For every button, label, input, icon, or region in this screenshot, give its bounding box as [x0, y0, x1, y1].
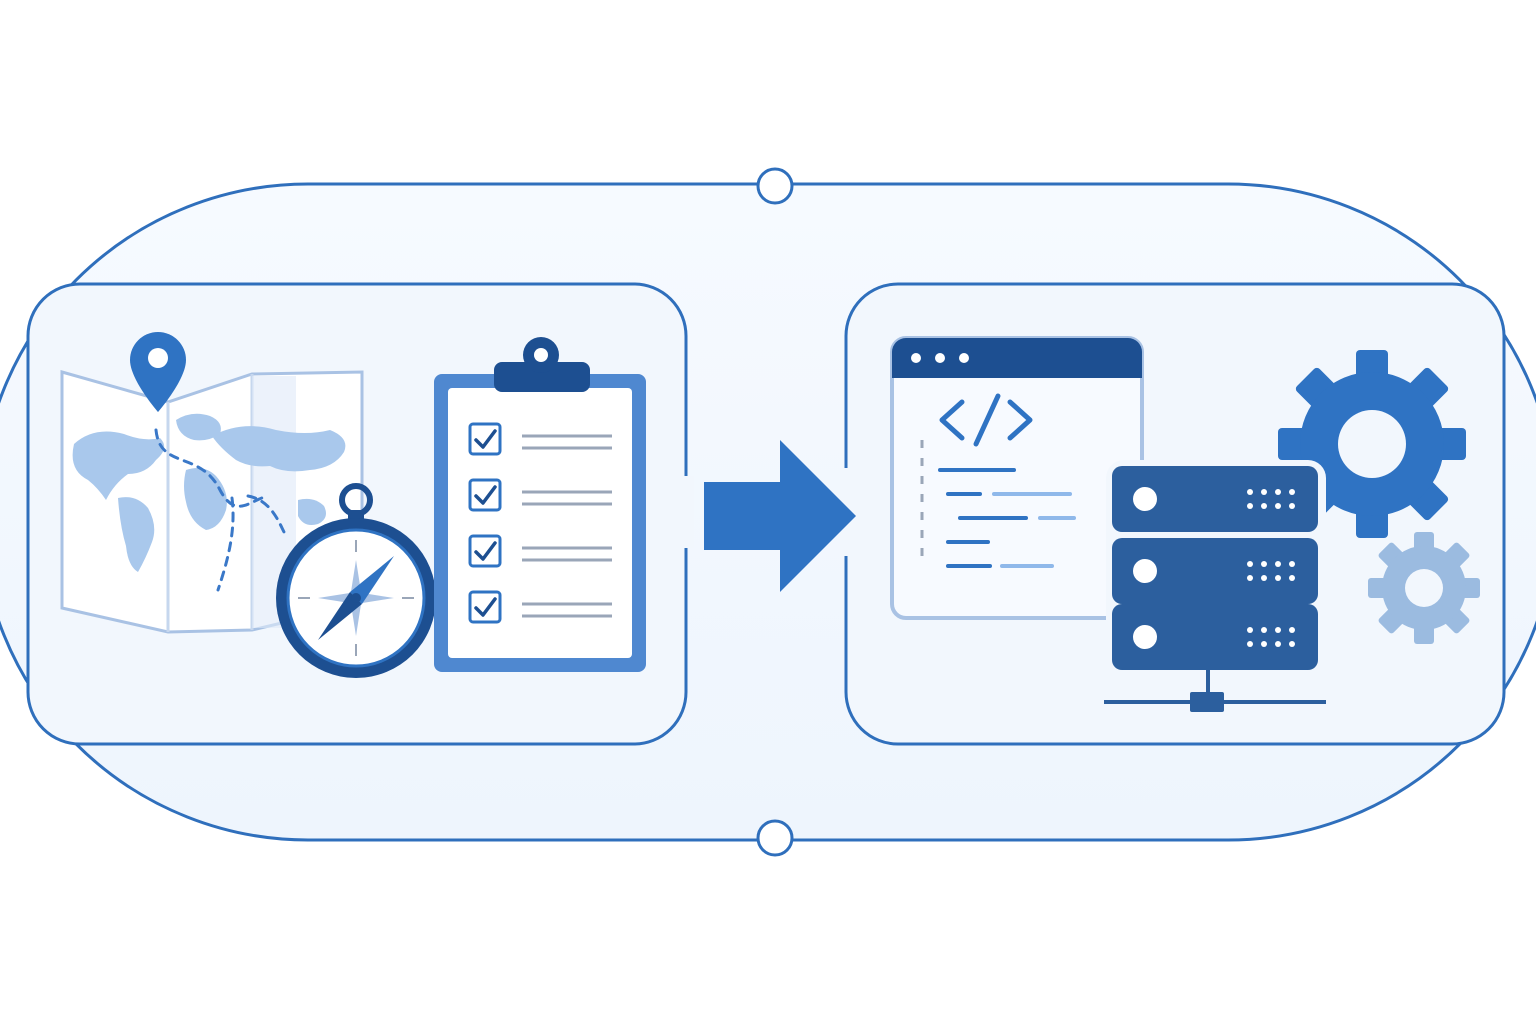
location-pin-icon [130, 332, 186, 412]
checklist-item [468, 422, 612, 456]
bottom-node [756, 819, 794, 857]
checklist-item [468, 478, 612, 512]
server-unit [1112, 466, 1318, 532]
network-line-icon [1104, 670, 1326, 712]
checklist-clipboard-icon [434, 337, 646, 672]
right-arrow-icon [704, 440, 856, 592]
server-rack-icon [1106, 460, 1326, 674]
code-window-icon [890, 336, 1144, 620]
small-gear-icon [1368, 532, 1480, 644]
checklist-item [468, 534, 612, 568]
top-node [756, 167, 794, 205]
checklist-item [468, 590, 612, 624]
server-unit [1112, 538, 1318, 604]
server-unit [1112, 604, 1318, 670]
compass-icon [276, 483, 436, 678]
route-dashed-path [154, 428, 286, 592]
